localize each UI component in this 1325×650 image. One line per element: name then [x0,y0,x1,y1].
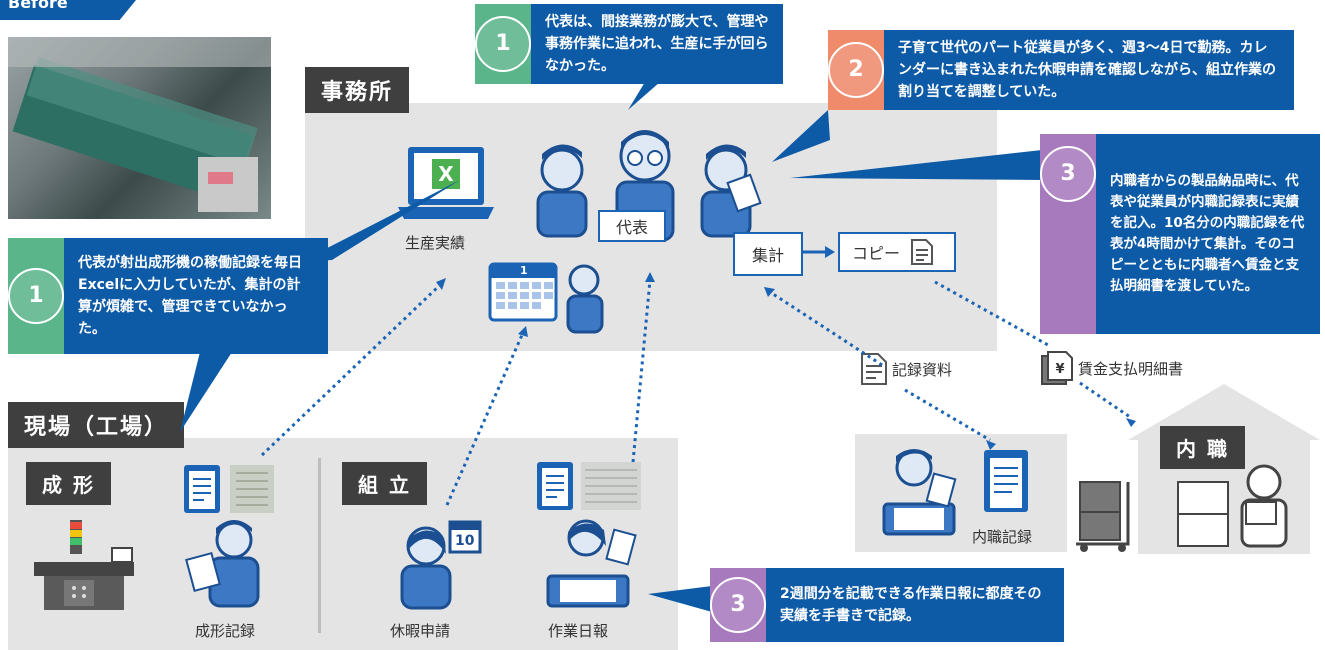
callout-3-bottom-badge-bg: 3 [710,568,766,642]
wage-slip-icon: ¥ [1041,351,1073,385]
callout-2-badge-bg: 2 [828,30,884,110]
piecework-tag: 内 職 [1160,426,1245,469]
svg-text:¥: ¥ [1055,362,1064,377]
callout-1-top-text: 代表は、間接業務が膨大で、管理や事務作業に追われ、生産に手が回らなかった。 [545,14,769,74]
document-icon [911,239,934,265]
record-doc-icon [861,353,887,385]
record-doc-label: 記録資料 [892,360,953,379]
copy-box: コピー [838,232,956,272]
cart-boxes-icon [1072,478,1142,558]
boss-label: 代表 [615,218,648,237]
piecework-record-label: 内職記録 [972,528,1033,546]
callout-3-bottom-badge: 3 [710,577,766,633]
callout-3-right: 3 内職者からの製品納品時に、代表や従業員が内職記録表に実績を記入。10名分の内… [1040,134,1320,334]
summary-to-copy-arrow [803,246,835,258]
callout-2-text: 子育て世代のパート従業員が多く、週3〜4日で勤務。カレンダーに書き込まれた休暇申… [898,40,1276,100]
before-ribbon: Before [0,0,136,20]
machine-photo-art [8,37,271,212]
callout-3-bottom-text: 2週間分を記載できる作業日報に都度その実績を手書きで記録。 [780,586,1042,624]
summary-box: 集計 [733,232,803,276]
molding-record-label: 成形記録 [195,622,256,640]
callout-3-bottom: 3 2週間分を記載できる作業日報に都度その実績を手書きで記録。 [710,568,1064,642]
callout-3-right-badge-bg: 3 [1040,134,1096,334]
boss-label-box: 代表 [598,210,666,242]
callout-1-top: 1 代表は、間接業務が膨大で、管理や事務作業に追われ、生産に手が回らなかった。 [475,4,783,84]
callout-1-left-badge: 1 [8,268,64,324]
laptop-excel-icon: X [396,145,496,229]
callout-1-left: 1 代表が射出成形機の稼働記録を毎日Excelに入力していたが、集計の計算が煩雑… [8,238,328,354]
callout-3-right-badge: 3 [1040,146,1096,202]
factory-tag: 現場（工場） [8,402,185,448]
calendar-icon [488,258,608,342]
record-doc-group: 記録資料 [860,352,952,386]
assembly-tag: 組 立 [342,462,427,505]
callout-2-badge: 2 [828,42,884,98]
callout-1-top-badge: 1 [475,16,531,72]
callout-1-top-badge-bg: 1 [475,4,531,84]
molding-worker-illustration [185,520,276,614]
injection-machine-icon [30,518,140,617]
callout-2: 2 子育て世代のパート従業員が多く、週3〜4日で勤務。カレンダーに書き込まれた休… [828,30,1294,110]
report-clipboard-icon [535,460,645,520]
piecework-house [1128,384,1320,558]
production-label: 生産実績 [405,234,466,252]
before-label: Before [8,0,68,12]
leave-request-label: 休暇申請 [390,622,451,640]
work-report-label: 作業日報 [548,622,609,640]
callout-3-right-text: 内職者からの製品納品時に、代表や従業員が内職記録表に実績を記入。10名分の内職記… [1110,173,1305,294]
molding-record-clipboard-icon [182,463,278,523]
molding-tag: 成 形 [26,462,111,505]
copy-label: コピー [852,244,901,263]
calendar-day: 1 [520,264,528,277]
piecework-worker-illustration [872,446,1062,546]
wage-doc-group: ¥ 賃金支払明細書 [1040,350,1183,386]
report-worker-illustration [540,518,640,618]
wage-doc-label: 賃金支払明細書 [1078,359,1184,378]
leave-worker-illustration [380,520,490,616]
factory-photo [8,37,271,219]
office-tag: 事務所 [305,67,410,113]
callout-1-left-text: 代表が射出成形機の稼働記録を毎日Excelに入力していたが、集計の計算が煩雑で、… [78,255,302,337]
factory-divider [318,458,321,633]
summary-label: 集計 [751,246,784,265]
callout-1-left-badge-bg: 1 [8,238,64,354]
svg-text:X: X [438,162,454,186]
leave-day: 10 [455,533,475,549]
